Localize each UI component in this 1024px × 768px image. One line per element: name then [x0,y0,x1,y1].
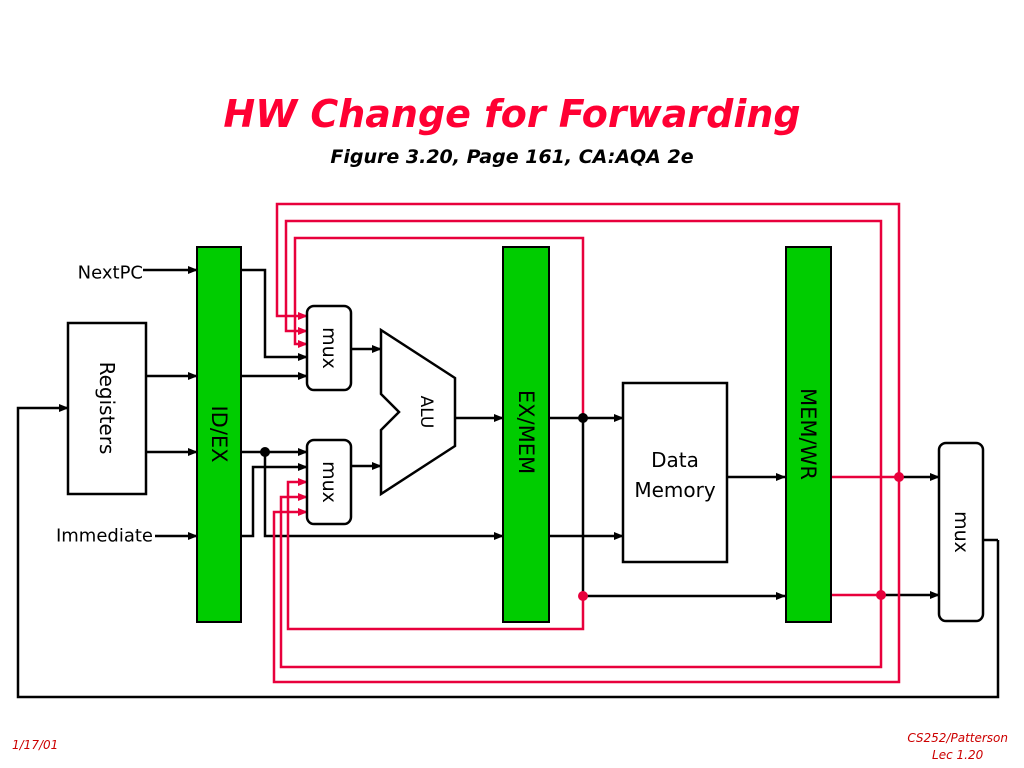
idex-imm-to-mux-wire [241,463,308,538]
mux-output: mux [937,441,985,623]
mux-bottom: mux [305,438,353,526]
data-memory-label-line2: Memory [634,478,716,502]
forward-exmem-top-path [293,236,585,418]
alu-block: ALU [379,327,457,497]
forward-memwr-top-path-2 [284,219,883,597]
id-ex-label: ID/EX [207,405,231,462]
junction-exmem-bypass [578,591,588,601]
registers-block: Registers [66,321,148,496]
forward-exmem-bottom-path [286,478,585,631]
slide-title: HW Change for Forwarding [223,92,801,136]
ex-mem-register: EX/MEM [502,246,550,623]
alu-label: ALU [416,396,436,429]
idex-pc-to-mux-wire [241,268,308,361]
forward-memwr-bottom-path [279,493,883,669]
registers-label: Registers [95,362,119,455]
junction-idex-b [260,447,270,457]
footer-course-info: CS252/Patterson Lec 1.20 [907,730,1008,764]
datapath-wires [16,266,1000,699]
mux-top: mux [305,304,353,392]
footer-date: 1/17/01 [12,738,59,752]
mem-wr-register: MEM/WR [785,246,832,623]
junction-exmem-out [578,413,588,423]
forward-memwr-top-path [275,202,901,479]
forward-memwr-bottom-path-2 [272,477,901,684]
id-ex-register: ID/EX [196,246,242,623]
slide-subtitle: Figure 3.20, Page 161, CA:AQA 2e [330,146,694,168]
ex-mem-label: EX/MEM [514,390,538,474]
footer-lecture: Lec 1.20 [932,748,984,762]
nextpc-label: NextPC [78,263,143,284]
mux-bottom-label: mux [318,461,340,503]
junction-memwr-a [894,472,904,482]
mem-wr-label: MEM/WR [796,388,820,480]
idex-b-branch-wire [263,452,504,540]
forwarding-paths [272,202,901,684]
junction-dots [260,413,904,601]
mux-top-label: mux [318,327,340,369]
data-memory-label-line1: Data [651,448,699,472]
writeback-wire [16,404,1000,699]
junction-memwr-b [876,590,886,600]
data-memory-block: Data Memory [621,381,729,564]
footer-course: CS252/Patterson [907,731,1008,745]
immediate-label: Immediate [56,526,153,547]
mux-output-label: mux [950,511,972,553]
